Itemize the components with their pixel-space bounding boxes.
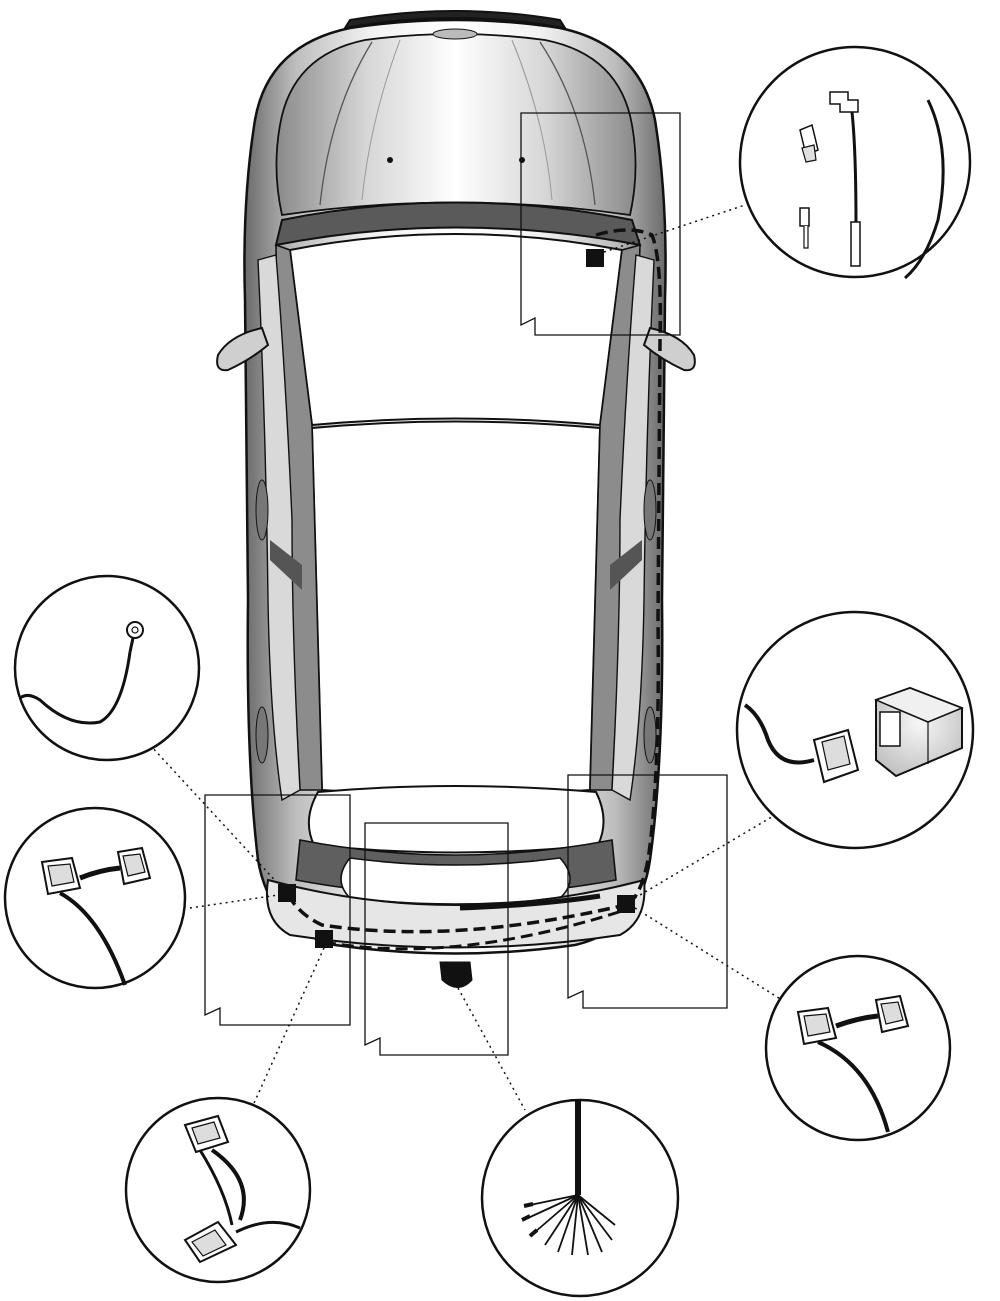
harness-main	[595, 228, 663, 907]
callout-right-lamp-connector[interactable]	[764, 954, 952, 1142]
callout-left-rear-connector[interactable]	[124, 1096, 312, 1284]
left-rear-node[interactable]	[315, 930, 333, 948]
frame-center	[364, 822, 509, 1056]
callout-left-lamp-connector[interactable]	[3, 806, 187, 990]
tailgate-handle-area	[340, 857, 571, 905]
rear-bumper	[266, 878, 646, 949]
tow-ball	[439, 961, 473, 988]
callout-tow-socket-wires[interactable]	[480, 1098, 680, 1298]
frame-left	[204, 794, 351, 1026]
instruction-frames	[204, 112, 728, 1056]
car-body	[216, 10, 696, 988]
left-lamp-node[interactable]	[278, 884, 296, 902]
rear-window	[307, 785, 605, 854]
front-spoiler	[342, 10, 568, 30]
leader-lines	[149, 204, 783, 1113]
ring-terminal-icon	[19, 621, 144, 725]
right-mirror	[642, 326, 696, 372]
plug-connector-icon	[40, 846, 152, 986]
callout-control-module[interactable]	[735, 610, 975, 850]
fuse-tap-icon	[799, 91, 945, 280]
right-node[interactable]	[617, 895, 635, 913]
wiring-harness	[286, 228, 663, 951]
harness-rear	[286, 894, 626, 934]
wire-bundle-icon	[521, 1100, 616, 1256]
callout-fuse-tap[interactable]	[738, 45, 972, 280]
fuse-node[interactable]	[586, 249, 604, 267]
callout-ground-ring[interactable]	[13, 574, 201, 762]
frame-top-right	[520, 112, 681, 336]
windshield	[288, 233, 624, 427]
control-module-icon	[743, 686, 965, 784]
roof	[310, 420, 602, 796]
frame-right	[567, 774, 728, 1009]
plug-connector-icon	[796, 994, 910, 1133]
plug-connector-icon	[183, 1114, 301, 1264]
left-mirror	[216, 326, 270, 372]
harness-rear-lower	[323, 908, 626, 951]
hood	[275, 33, 637, 217]
